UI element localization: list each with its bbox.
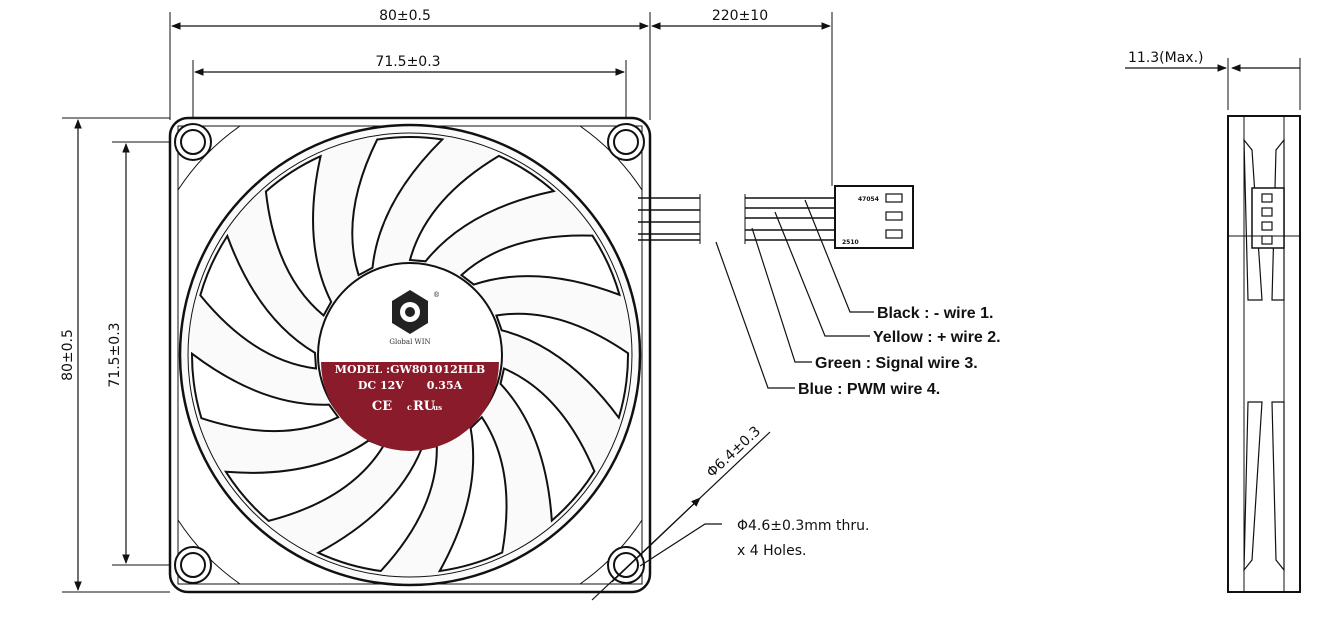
wire-bundle: [638, 194, 835, 244]
global-win-logo: ® Global WIN: [389, 290, 440, 346]
hole-spacing-height-label: 71.5±0.3: [107, 322, 123, 387]
connector: 47054 2510: [834, 185, 914, 249]
hub-model: MODEL :GW801012HLB: [335, 363, 485, 376]
mounting-hole-bottom-right: [607, 546, 645, 584]
fan-blade: [316, 444, 438, 573]
fan-blade: [264, 154, 333, 318]
dim-overall-height: 80±0.5: [60, 117, 170, 593]
fan-blade: [459, 234, 622, 297]
fan-blade: [351, 136, 445, 277]
hub-label-band: [321, 362, 499, 451]
side-view: 11.3(Max.): [1125, 50, 1301, 593]
cable-length-label: 220±10: [712, 8, 768, 24]
mounting-hole-top-right: [607, 123, 645, 161]
fan-blade: [223, 439, 385, 522]
fan-blade: [495, 312, 630, 420]
wire-label-4: Blue : PWM wire 4.: [798, 381, 940, 398]
dim-overall-width: 80±0.5: [169, 8, 651, 120]
connector-bottom-mark: 2510: [842, 239, 859, 246]
hole-thru-note: Φ4.6±0.3mm thru.: [737, 518, 869, 534]
ul-mark: RU: [413, 399, 436, 414]
fan-hub: ® Global WIN MODEL :GW801012HLB DC 12V 0…: [317, 262, 503, 451]
connector-top-mark: 47054: [858, 196, 879, 203]
mounting-hole-bottom-left: [174, 546, 212, 584]
wire-label-1: Black : - wire 1.: [877, 305, 994, 322]
ul-suffix: us: [433, 403, 442, 412]
hole-spacing-width-label: 71.5±0.3: [375, 54, 440, 70]
fan-blade: [199, 233, 318, 370]
overall-height-label: 80±0.5: [60, 329, 76, 381]
hole-outer-diameter-label: Φ6.4±0.3: [704, 423, 764, 481]
wire-label-3: Green : Signal wire 3.: [815, 355, 978, 372]
fan-blade: [190, 351, 340, 433]
overall-width-label: 80±0.5: [379, 8, 431, 24]
mounting-hole-top-left: [174, 123, 212, 161]
hub-rating: DC 12V 0.35A: [358, 379, 463, 392]
fan-blades: [190, 136, 630, 573]
brand-name: Global WIN: [389, 338, 430, 346]
hole-count-note: x 4 Holes.: [737, 543, 806, 559]
thickness-label: 11.3(Max.): [1128, 50, 1204, 66]
wire-callouts: Black : - wire 1. Yellow : + wire 2. Gre…: [715, 199, 1001, 398]
ce-mark: CE: [372, 399, 392, 414]
fan-blade: [437, 415, 508, 573]
ul-prefix: c: [407, 402, 412, 412]
fan-blade: [408, 154, 556, 263]
dim-hole-spacing-height: 71.5±0.3: [107, 141, 192, 566]
fan-blade: [499, 367, 596, 523]
wire-label-2: Yellow : + wire 2.: [873, 329, 1001, 346]
dim-cable-length: 220±10: [651, 8, 833, 186]
registered-mark: ®: [433, 291, 440, 299]
mounting-holes: [174, 123, 645, 584]
